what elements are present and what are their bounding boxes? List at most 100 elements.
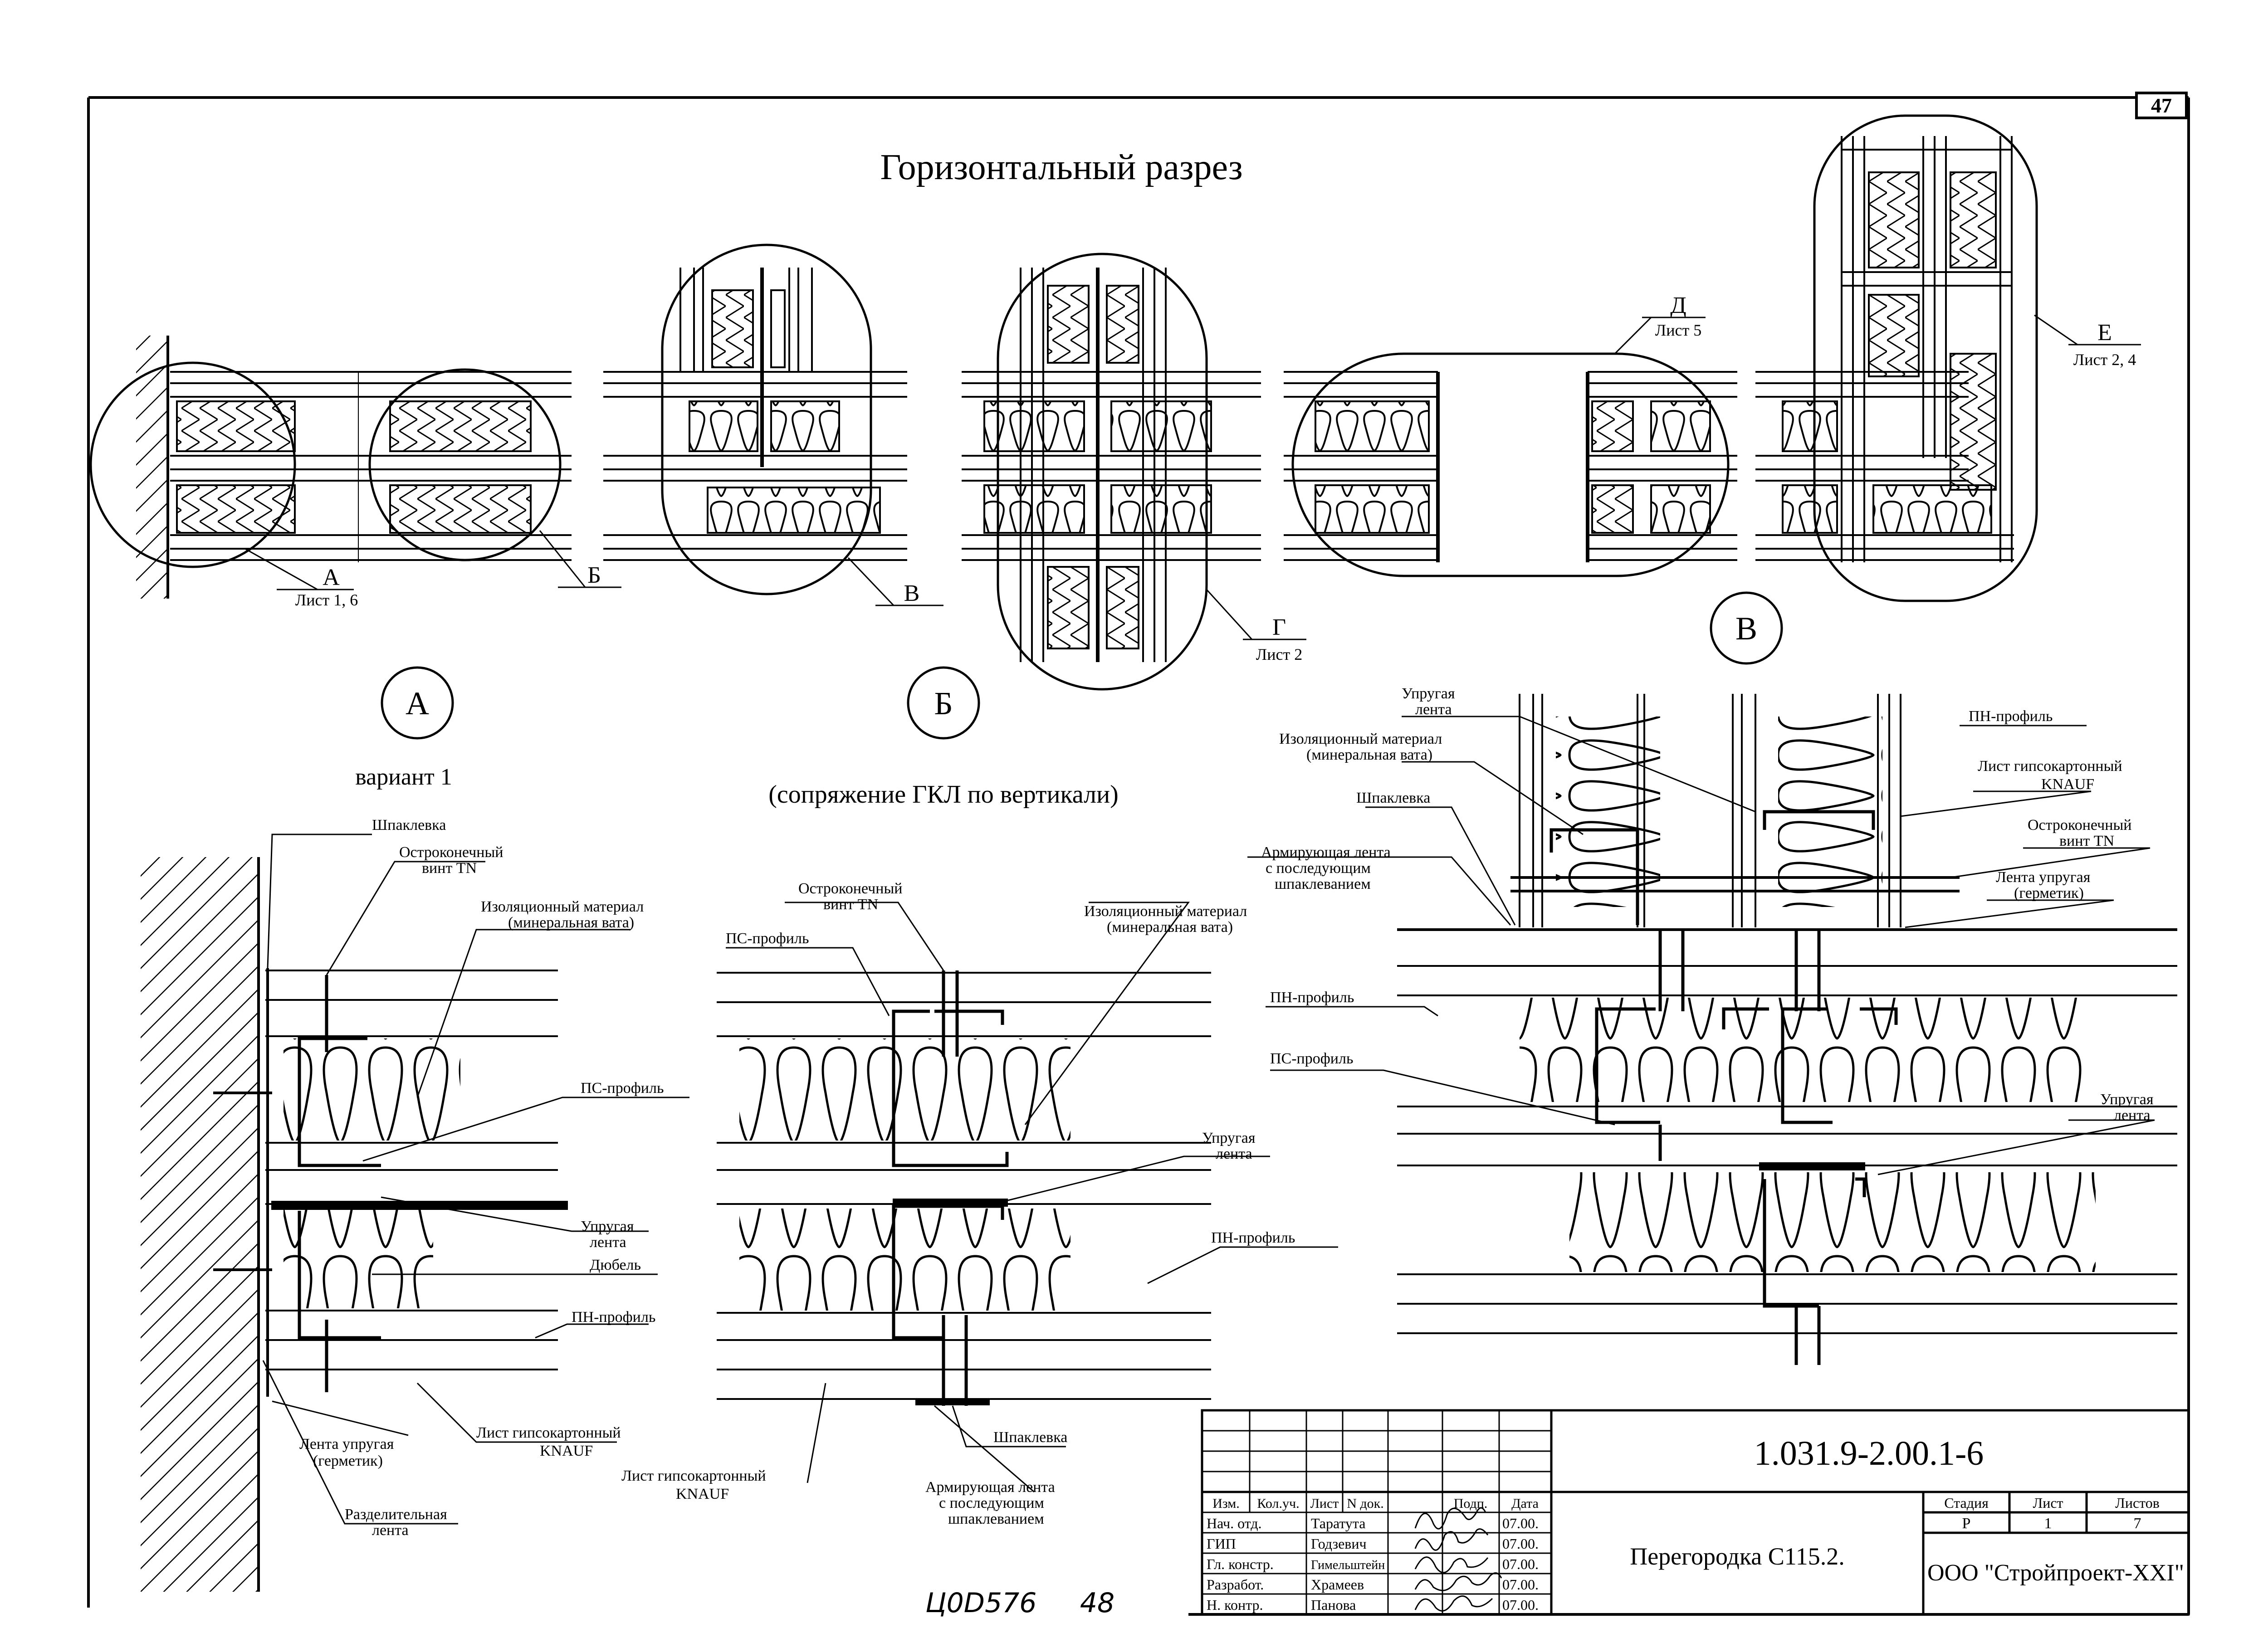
svg-text:ПС-профиль: ПС-профиль [726,930,809,947]
svg-text:1: 1 [2044,1515,2052,1532]
svg-text:ГИП: ГИП [1207,1535,1236,1552]
svg-text:KNAUF: KNAUF [2041,776,2094,793]
svg-text:с последующим: с последующим [939,1495,1044,1511]
svg-text:Лист: Лист [2033,1495,2063,1511]
svg-text:Армирующая лента: Армирующая лента [1261,844,1391,861]
svg-text:ПН-профиль: ПН-профиль [1270,989,1354,1006]
svg-text:винт TN: винт TN [2059,833,2114,849]
page-title: Горизонтальный разрез [880,147,1242,187]
callout-a-letter: А [323,565,340,590]
svg-text:Упругая: Упругая [581,1218,634,1235]
svg-text:(герметик): (герметик) [313,1453,383,1469]
product-name: Перегородка С115.2. [1630,1543,1845,1570]
svg-text:шпаклеванием: шпаклеванием [1275,876,1371,892]
svg-text:Армирующая лента: Армирующая лента [925,1479,1055,1496]
svg-text:Остроконечный: Остроконечный [798,880,902,897]
svg-text:(герметик): (герметик) [2014,885,2084,902]
svg-text:(минеральная вата): (минеральная вата) [508,914,634,931]
svg-text:Стадия: Стадия [1944,1495,1989,1511]
svg-text:KNAUF: KNAUF [540,1443,593,1459]
detail-b: (сопряжение ГКЛ по вертикали) [621,780,1338,1527]
signatures [1414,1507,1502,1612]
svg-text:47: 47 [2151,94,2172,117]
svg-text:07.00.: 07.00. [1502,1515,1539,1531]
callout-b-letter: Б [587,562,601,588]
handwritten-note: Ц0D576 48 [925,1587,1114,1619]
wall-layers-v [603,268,907,561]
svg-text:Лист: Лист [1310,1496,1339,1511]
svg-text:лента: лента [590,1234,626,1251]
svg-text:А: А [406,685,429,721]
callout-g-letter: Г [1272,614,1286,640]
svg-text:Шпаклевка: Шпаклевка [993,1429,1067,1446]
sheet-number-box: 47 [2135,92,2188,119]
svg-text:07.00.: 07.00. [1502,1576,1539,1593]
svg-text:Упругая: Упругая [1402,685,1455,702]
callout-e-letter: Е [2097,320,2112,346]
svg-text:Р: Р [1962,1515,1971,1532]
callout-v-letter: В [904,580,920,606]
svg-text:Упругая: Упругая [2100,1091,2154,1108]
svg-text:Лист гипсокартонный: Лист гипсокартонный [476,1424,621,1441]
svg-text:Лента упругая: Лента упругая [1996,869,2091,886]
svg-text:лента: лента [1415,701,1452,718]
svg-text:07.00.: 07.00. [1502,1535,1539,1552]
svg-text:Б: Б [934,685,953,721]
svg-text:Гл. констр.: Гл. констр. [1207,1556,1274,1572]
detail-marker-a: А [381,666,454,740]
callout-e-sheet: Лист 2, 4 [2073,351,2136,369]
svg-text:ПН-профиль: ПН-профиль [1969,708,2053,725]
svg-text:(минеральная вата): (минеральная вата) [1306,746,1432,763]
svg-text:Дюбель: Дюбель [590,1257,641,1273]
detail-a-subtitle: вариант 1 [355,764,452,790]
svg-text:(минеральная вата): (минеральная вата) [1107,919,1233,936]
svg-text:Лента упругая: Лента упругая [299,1436,394,1453]
svg-text:Изоляционный материал: Изоляционный материал [481,898,644,915]
wall-layers-g [962,268,1261,662]
svg-text:07.00.: 07.00. [1502,1556,1539,1572]
callout-a-sheet: Лист 1, 6 [295,591,358,609]
svg-text:ПС-профиль: ПС-профиль [1270,1050,1353,1067]
detail-a: вариант 1 [141,764,689,1592]
svg-text:07.00.: 07.00. [1502,1597,1539,1613]
svg-text:ПС-профиль: ПС-профиль [581,1080,664,1097]
svg-text:Лист гипсокартонный: Лист гипсокартонный [621,1467,766,1484]
svg-text:N док.: N док. [1347,1496,1384,1511]
svg-text:В: В [1735,610,1757,647]
svg-text:винт TN: винт TN [422,860,477,877]
title-block: 1.031.9-2.00.1-6 Изм. Кол.уч. Лист N док… [1201,1409,2190,1616]
svg-text:Дата: Дата [1511,1496,1539,1511]
svg-text:Н. контр.: Н. контр. [1207,1597,1263,1613]
svg-text:Остроконечный: Остроконечный [2028,817,2131,833]
svg-text:KNAUF: KNAUF [676,1486,729,1502]
svg-text:Лист гипсокартонный: Лист гипсокартонный [1978,758,2122,775]
svg-text:винт TN: винт TN [823,896,878,913]
svg-text:с последующим: с последующим [1266,860,1371,877]
svg-text:Годзевич: Годзевич [1311,1535,1367,1552]
detail-marker-b: Б [907,666,980,740]
svg-text:Упругая: Упругая [1202,1130,1256,1146]
detail-marker-v: В [1710,591,1783,665]
detail-v: Упругая лента Изоляционный материал (мин… [1247,685,2177,1365]
svg-text:Изоляционный материал: Изоляционный материал [1279,731,1442,747]
svg-text:Панова: Панова [1311,1597,1356,1613]
svg-text:Нач. отд.: Нач. отд. [1207,1515,1262,1531]
svg-text:7: 7 [2134,1515,2141,1532]
svg-text:лента: лента [2114,1107,2151,1124]
svg-text:Изоляционный материал: Изоляционный материал [1084,903,1247,920]
svg-text:Кол.уч.: Кол.уч. [1257,1496,1299,1511]
wall-layers-e [1755,136,2014,562]
svg-text:лента: лента [1216,1145,1252,1162]
svg-text:Разделительная: Разделительная [345,1506,447,1523]
svg-text:Остроконечный: Остроконечный [399,844,503,861]
svg-text:ПН-профиль: ПН-профиль [572,1309,655,1326]
callout-d-letter: Д [1670,292,1686,318]
callout-labels: А Лист 1, 6 Б В Г Лист 2 Д Лист 5 Е Лист… [295,292,2136,663]
detail-b-subtitle: (сопряжение ГКЛ по вертикали) [768,780,1118,809]
svg-text:Листов: Листов [2115,1495,2160,1511]
svg-text:ПН-профиль: ПН-профиль [1211,1229,1295,1246]
svg-text:Шпаклевка: Шпаклевка [1356,790,1430,806]
callout-leaders [244,314,2141,640]
svg-text:Шпаклевка: Шпаклевка [372,817,446,833]
